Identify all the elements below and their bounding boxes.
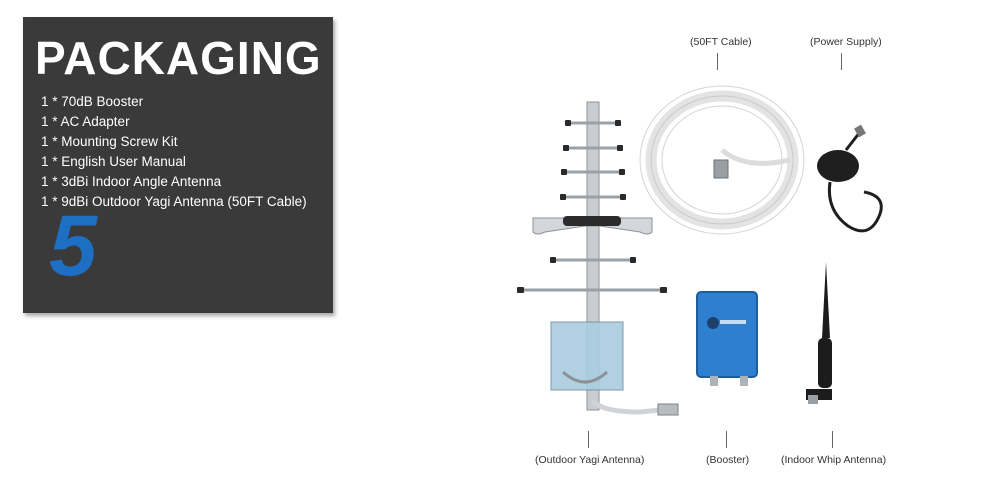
- yagi-callout-line: [588, 431, 589, 448]
- packaging-panel: PACKAGING 1 * 70dB Booster 1 * AC Adapte…: [23, 17, 333, 313]
- booster-callout-line: [726, 431, 727, 448]
- list-item: 1 * AC Adapter: [41, 114, 130, 129]
- cable-label: (50FT Cable): [690, 36, 752, 48]
- indoor-whip-antenna-label: (Indoor Whip Antenna): [781, 454, 887, 466]
- list-item: 1 * English User Manual: [41, 154, 186, 169]
- whip-callout-line: [832, 431, 833, 448]
- cable-coil-icon: [639, 85, 805, 235]
- list-item: 1 * 70dB Booster: [41, 94, 144, 109]
- outdoor-yagi-antenna-label: (Outdoor Yagi Antenna): [535, 454, 645, 466]
- list-item: 1 * 3dBi Indoor Angle Antenna: [41, 174, 222, 189]
- booster-icon: [696, 291, 758, 386]
- power-adapter-icon: [817, 124, 883, 233]
- booster-label: (Booster): [706, 454, 750, 466]
- whip-antenna-icon: [806, 262, 832, 404]
- package-contents-list: 1 * 70dB Booster 1 * AC Adapter 1 * Moun…: [41, 92, 307, 212]
- cable-callout-line: [717, 53, 718, 70]
- list-item: 1 * Mounting Screw Kit: [41, 134, 178, 149]
- list-item: 1 * 9dBi Outdoor Yagi Antenna (50FT Cabl…: [41, 194, 307, 209]
- power-supply-label: (Power Supply): [810, 36, 882, 48]
- item-count: 5: [49, 198, 97, 294]
- power-callout-line: [841, 53, 842, 70]
- yagi-antenna-icon: [517, 101, 679, 416]
- packaging-title: PACKAGING: [35, 32, 322, 84]
